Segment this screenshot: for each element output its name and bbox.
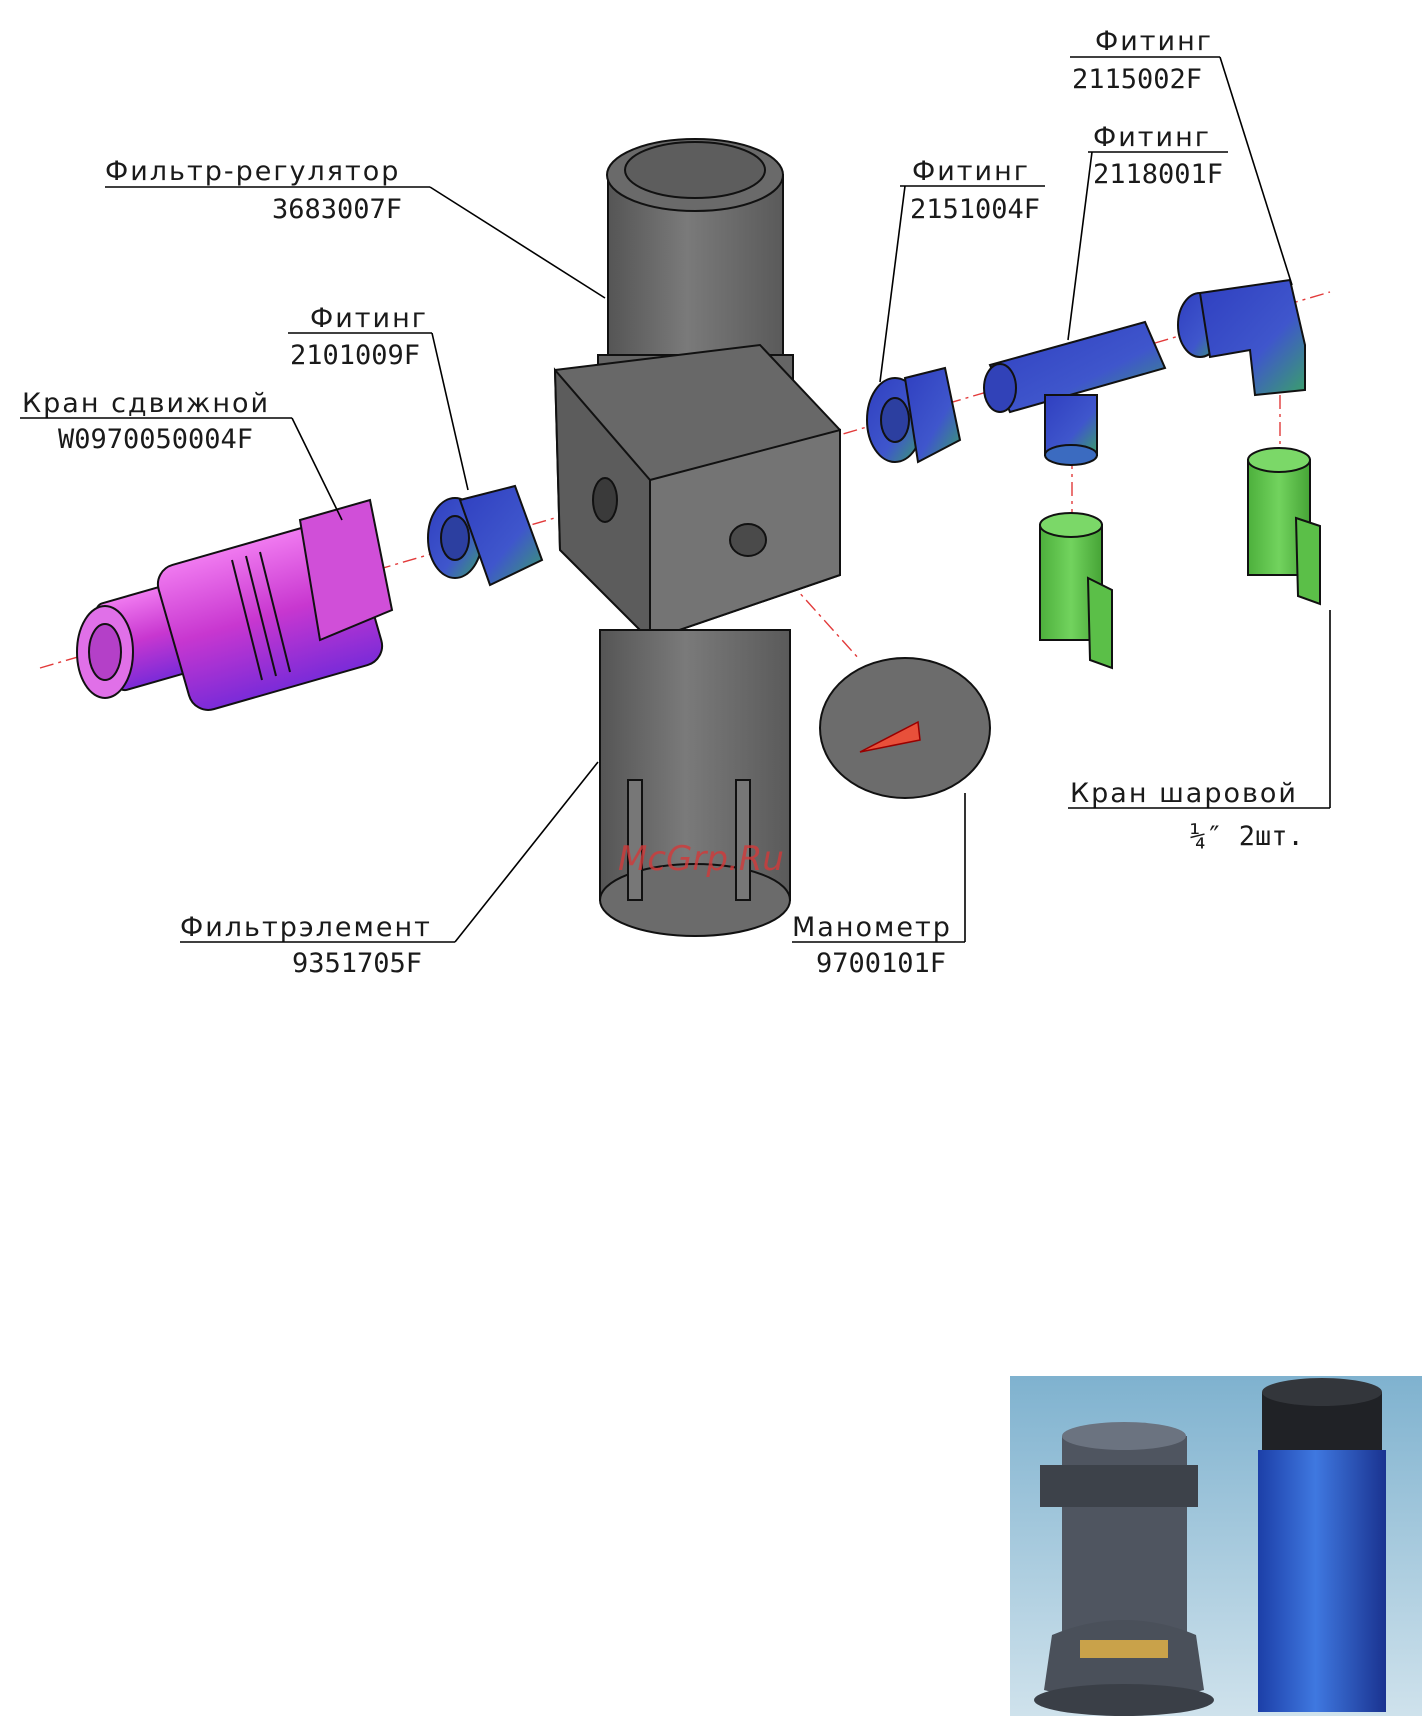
slide-valve-part xyxy=(77,500,392,715)
filter-regulator-part xyxy=(555,139,840,936)
filter-element-photo xyxy=(1010,1376,1422,1716)
fitting-left-name: Фитинг xyxy=(310,303,428,334)
filter-regulator-code: 3683007F xyxy=(272,194,402,225)
ball-valve-code: ¼″ 2шт. xyxy=(1190,821,1304,852)
filter-element-name: Фильтрэлемент xyxy=(180,912,432,943)
fitting-2115002F-part xyxy=(1178,280,1305,395)
label-fitting-2151: Фитинг 2151004F xyxy=(910,156,1040,225)
fitting-2118-code: 2118001F xyxy=(1093,159,1223,190)
fitting-2118-name: Фитинг xyxy=(1093,122,1211,153)
label-fitting-2118: Фитинг 2118001F xyxy=(1093,122,1223,190)
watermark-text: McGrp.Ru xyxy=(618,839,784,879)
fitting-2118001F-part xyxy=(984,322,1165,465)
label-fitting-2115: Фитинг 2115002F xyxy=(1072,26,1213,95)
label-slide-valve: Кран сдвижной W0970050004F xyxy=(22,388,270,455)
label-fitting-left: Фитинг 2101009F xyxy=(290,303,428,371)
slide-valve-name: Кран сдвижной xyxy=(22,388,270,419)
manometer-name: Манометр xyxy=(792,912,952,943)
manometer-part xyxy=(820,658,990,798)
ball-valve-left-part xyxy=(1040,513,1112,668)
label-manometer: Манометр 9700101F xyxy=(792,912,952,979)
manometer-code: 9700101F xyxy=(816,948,946,979)
fitting-2115-code: 2115002F xyxy=(1072,64,1202,95)
label-filter-element: Фильтрэлемент 9351705F xyxy=(180,912,432,979)
fitting-2115-name: Фитинг xyxy=(1095,26,1213,57)
label-filter-regulator: Фильтр-регулятор 3683007F xyxy=(105,156,402,225)
ball-valve-right-part xyxy=(1248,448,1320,604)
label-ball-valve: Кран шаровой ¼″ 2шт. xyxy=(1070,778,1304,852)
slide-valve-code: W0970050004F xyxy=(58,424,253,455)
filter-element-code: 9351705F xyxy=(292,948,422,979)
fitting-2151-code: 2151004F xyxy=(910,194,1040,225)
ball-valve-name: Кран шаровой xyxy=(1070,778,1298,809)
photo-foam-element xyxy=(1258,1378,1386,1712)
fitting-left-code: 2101009F xyxy=(290,340,420,371)
filter-regulator-name: Фильтр-регулятор xyxy=(105,156,400,187)
fitting-2151004F-part xyxy=(867,368,960,462)
fitting-2101009F-part xyxy=(428,486,542,585)
fitting-2151-name: Фитинг xyxy=(912,156,1030,187)
